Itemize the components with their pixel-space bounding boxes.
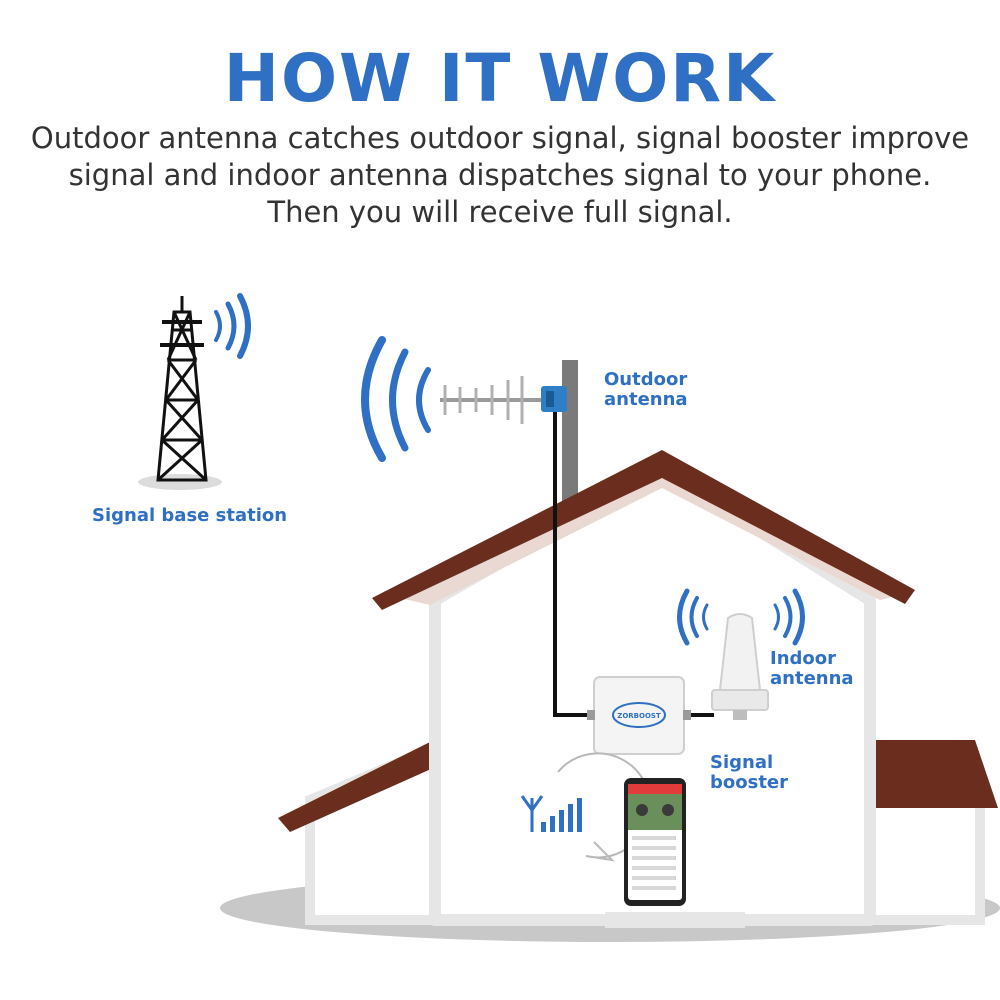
coax-cable [553, 410, 597, 717]
booster-brand-text: ZORBOOST [617, 712, 661, 720]
outdoor-signal-waves [361, 336, 431, 462]
roof-underside [400, 462, 900, 605]
tower-icon [138, 296, 222, 490]
label-base-station: Signal base station [92, 506, 287, 526]
right-annex-roof [855, 740, 998, 808]
label-signal-booster: Signal booster [710, 753, 788, 793]
page-description: Outdoor antenna catches outdoor signal, … [30, 121, 970, 229]
label-indoor-antenna: Indoor antenna [770, 649, 854, 689]
tower-signal-waves [214, 293, 251, 359]
left-annex-roof [278, 737, 440, 832]
yagi-antenna [440, 376, 567, 424]
label-outdoor-antenna: Outdoor antenna [604, 370, 688, 410]
label-base-station-text: Signal base station [92, 505, 288, 526]
antenna-pole [562, 360, 578, 510]
page-title: HOW IT WORK [223, 40, 777, 117]
front-step [605, 912, 745, 928]
smartphone [624, 778, 686, 906]
label-signal-booster-line1: Signal [710, 752, 774, 773]
label-outdoor-antenna-line2: antenna [604, 389, 688, 410]
main-house-roof [372, 450, 915, 610]
label-signal-booster-line2: booster [710, 772, 789, 793]
label-indoor-antenna-line2: antenna [770, 668, 854, 689]
signal-booster-device [587, 676, 691, 755]
label-outdoor-antenna-line1: Outdoor [604, 369, 688, 390]
indoor-signal-waves [677, 588, 805, 646]
label-indoor-antenna-line1: Indoor [770, 648, 837, 669]
indoor-antenna-device [711, 613, 769, 720]
